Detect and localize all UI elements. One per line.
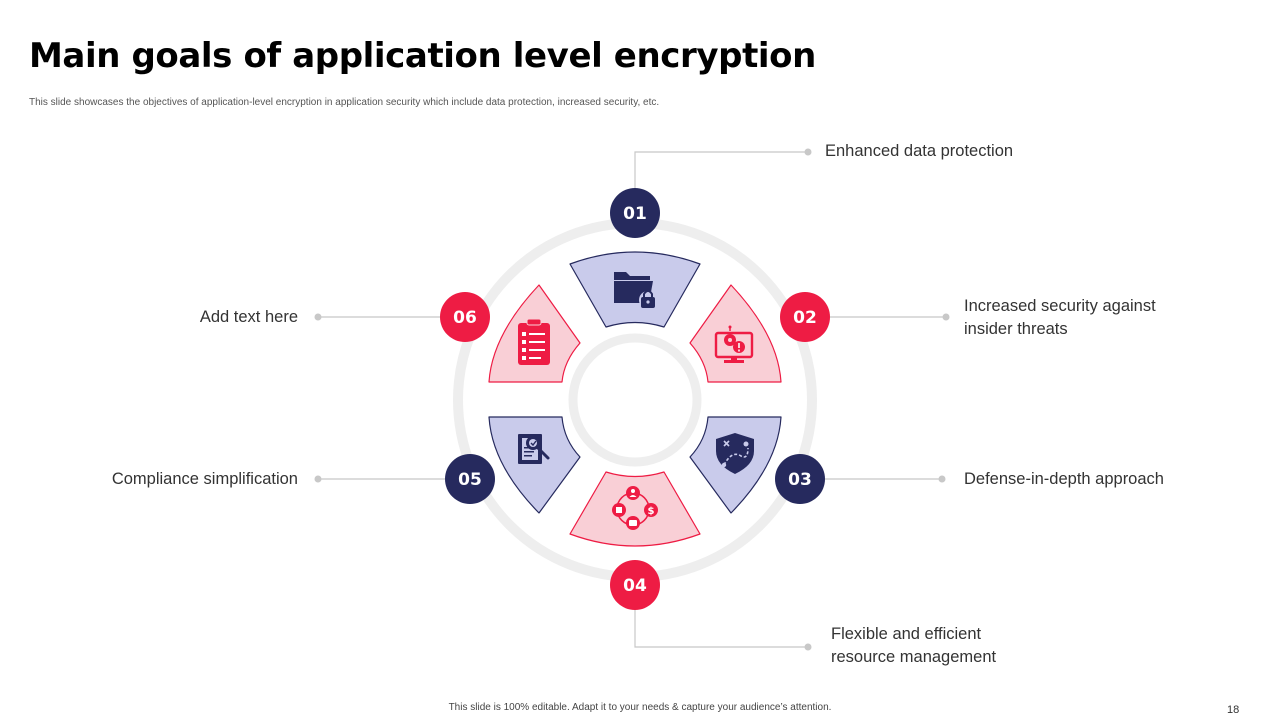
badge-06: 06	[440, 292, 490, 342]
goal-label-02: Increased security against insider threa…	[964, 297, 1156, 338]
goal-label-03: Defense-in-depth approach	[964, 470, 1164, 488]
goal-label-05: Compliance simplification	[111, 470, 298, 488]
slide-subtitle: This slide showcases the objectives of a…	[29, 97, 660, 108]
badge-05: 05	[445, 454, 495, 504]
goal-label-01: Enhanced data protection	[825, 142, 1014, 160]
connector-dot-05	[314, 475, 322, 483]
clipboard-checklist-icon	[518, 318, 550, 365]
badge-03: 03	[775, 454, 825, 504]
segment-04	[569, 471, 701, 547]
badge-number: 05	[458, 470, 482, 490]
badge-01: 01	[610, 188, 660, 238]
goal-label-04: Flexible and efficient resource manageme…	[831, 625, 997, 666]
shield-strategy-icon	[716, 433, 754, 474]
badge-number: 06	[453, 308, 477, 328]
goal-label-06: Add text here	[199, 308, 298, 326]
connector-04	[634, 610, 808, 648]
connector-dot-02	[942, 313, 950, 321]
connector-dot-03	[938, 475, 946, 483]
folder-lock-icon	[614, 272, 657, 309]
page-number: 18	[1227, 704, 1240, 716]
connector-01	[634, 151, 808, 188]
badge-number: 03	[788, 470, 812, 490]
connector-dot-01	[804, 148, 812, 156]
slide-footer: This slide is 100% editable. Adapt it to…	[448, 702, 832, 713]
inner-ring	[568, 333, 702, 467]
badge-number: 02	[793, 308, 817, 328]
badge-number: 01	[623, 204, 647, 224]
resource-network-icon: $	[612, 486, 658, 530]
slide-title: Main goals of application level encrypti…	[29, 36, 816, 76]
badge-number: 04	[623, 576, 647, 596]
badge-04: 04	[610, 560, 660, 610]
connector-dot-06	[314, 313, 322, 321]
monitor-virus-icon	[714, 325, 754, 363]
connector-dot-04	[804, 643, 812, 651]
svg-text:$: $	[648, 506, 655, 517]
segment-05	[488, 416, 581, 514]
badge-02: 02	[780, 292, 830, 342]
document-search-icon	[518, 434, 550, 464]
